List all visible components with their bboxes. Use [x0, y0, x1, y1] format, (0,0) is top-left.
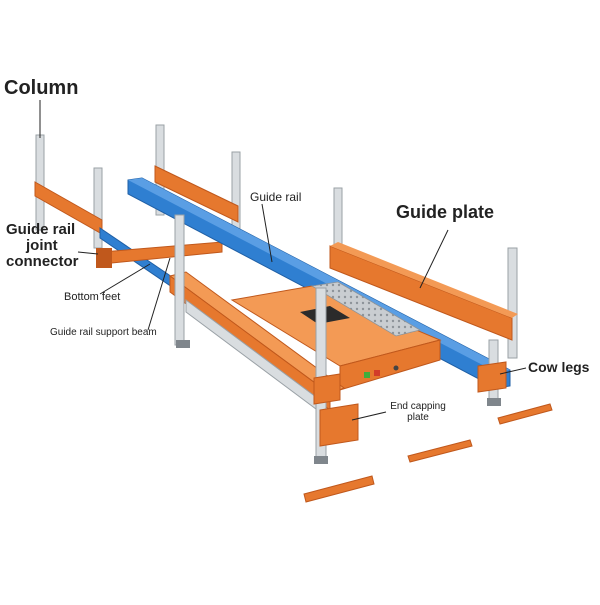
end-capping-plate [303, 475, 375, 503]
guide-plate-back [154, 165, 239, 223]
leader-cow-legs [499, 367, 527, 375]
leader-guide-rail [261, 203, 273, 263]
bottom-foot [176, 340, 190, 348]
label-line: Guide rail [6, 221, 76, 238]
leader-lines [39, 100, 527, 421]
label-line: End capping [390, 401, 446, 412]
bottom-foot [487, 398, 501, 406]
label-column: Column [4, 77, 79, 99]
leader-joint-connector [77, 251, 99, 255]
end-capping-plate [407, 439, 473, 463]
label-line: joint [26, 236, 58, 254]
label-line: plate [407, 411, 429, 423]
end-capping-bracket [319, 403, 359, 447]
label-end-capping-plate: End capping plate [386, 401, 450, 423]
column-upright [507, 247, 518, 359]
label-line: connector [6, 252, 79, 270]
indicator-red [374, 370, 380, 376]
indicator-port [393, 365, 399, 371]
label-guide-rail-support-beam: Guide rail support beam [50, 327, 157, 338]
column-upright [35, 134, 45, 231]
leader-support-beam [147, 257, 171, 331]
guide-rail-top [128, 178, 510, 372]
label-guide-plate: Guide plate [396, 202, 495, 222]
indicator-green [364, 372, 370, 378]
carriage-mesh-deck [310, 281, 422, 337]
leader-bottom-feet [99, 263, 151, 295]
label-cow-legs: Cow legs [528, 359, 590, 375]
cow-leg [477, 361, 507, 393]
label-guide-rail: Guide rail [250, 190, 302, 204]
bottom-foot [314, 456, 328, 464]
leader-end-capping [351, 411, 387, 421]
label-guide-rail-joint-connector: Guide rail joint connector [6, 222, 86, 269]
column-upright [174, 214, 185, 346]
bottom-foot [96, 248, 112, 268]
leader-guide-plate [419, 229, 449, 289]
end-capping-plate [497, 403, 553, 425]
cow-leg [313, 373, 341, 405]
label-bottom-feet: Bottom feet [64, 291, 121, 303]
